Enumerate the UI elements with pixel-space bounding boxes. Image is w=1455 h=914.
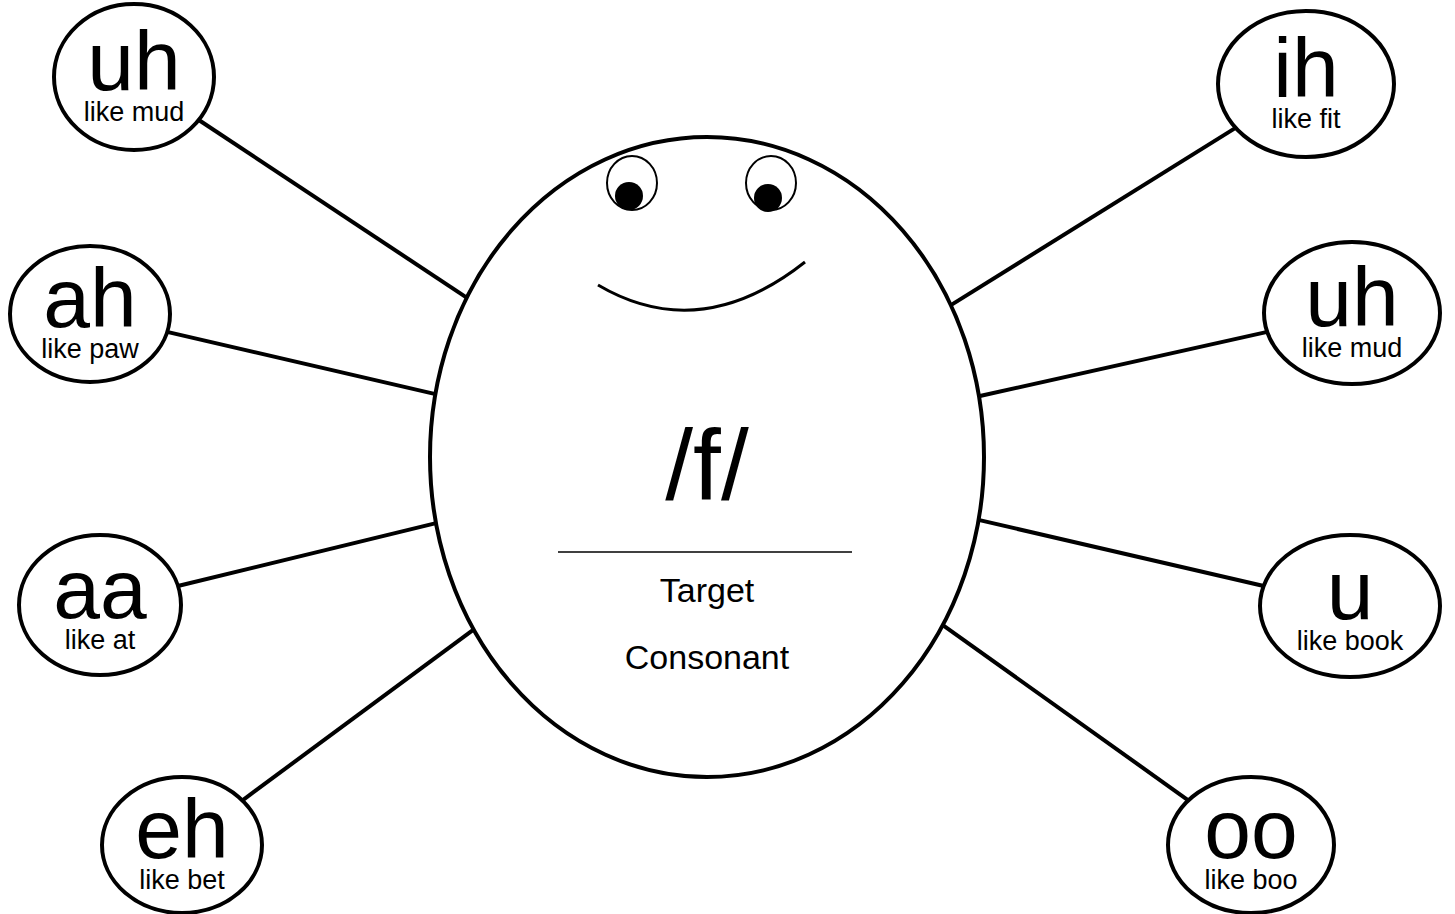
smile [598, 262, 805, 310]
ellipse-border [54, 4, 214, 150]
consonant-symbol: /f/ [665, 410, 748, 520]
vowel-circle: ulike book [1258, 533, 1442, 679]
example-word: like at [65, 625, 136, 655]
vowel-sound: ih [1273, 34, 1338, 102]
vowel-circle: oolike boo [1166, 775, 1336, 914]
vowel-sound: oo [1204, 795, 1297, 863]
vowel-circle: uhlike mud [52, 2, 216, 152]
connector-line [952, 128, 1235, 304]
target-label: Target Consonant [592, 557, 822, 691]
example-word: like mud [1302, 333, 1403, 363]
connector-line [200, 120, 466, 297]
divider-line [558, 551, 852, 553]
ellipse-border [1168, 777, 1334, 913]
ellipse-border [102, 777, 262, 913]
connector-line [980, 520, 1263, 586]
example-word: like fit [1271, 104, 1340, 134]
vowel-sound: eh [135, 795, 228, 863]
example-word: like mud [84, 97, 185, 127]
vowel-circle: ihlike fit [1216, 9, 1396, 159]
ellipse-border [1218, 11, 1394, 157]
vowel-sound: aa [53, 555, 146, 623]
example-word: like bet [139, 865, 225, 895]
vowel-circle: uhlike mud [1262, 240, 1442, 386]
example-word: like paw [41, 334, 139, 364]
pupil [615, 182, 643, 210]
smiley-face [598, 156, 805, 310]
connector-line [168, 332, 434, 394]
ellipse-border [19, 535, 181, 675]
example-word: like boo [1204, 865, 1297, 895]
ellipse-border [1260, 535, 1440, 677]
vowel-sound: uh [87, 27, 180, 95]
eye [607, 156, 657, 210]
connector-line [243, 630, 473, 800]
ellipse-border [10, 246, 170, 382]
vowel-sound: ah [43, 264, 136, 332]
target-consonant-ellipse: /f/Target Consonant [428, 135, 986, 779]
vowel-circle: aalike at [17, 533, 183, 677]
vowel-sound: u [1327, 556, 1374, 624]
vowel-circle: ahlike paw [8, 244, 172, 384]
pupil [754, 184, 782, 212]
ellipse-border [430, 137, 984, 777]
connector-line [944, 626, 1188, 800]
connector-line [980, 332, 1266, 396]
vowel-circle: ehlike bet [100, 775, 264, 914]
ellipse-border [1264, 242, 1440, 384]
vowel-sound: uh [1305, 263, 1398, 331]
connector-line [179, 523, 435, 585]
example-word: like book [1297, 626, 1404, 656]
